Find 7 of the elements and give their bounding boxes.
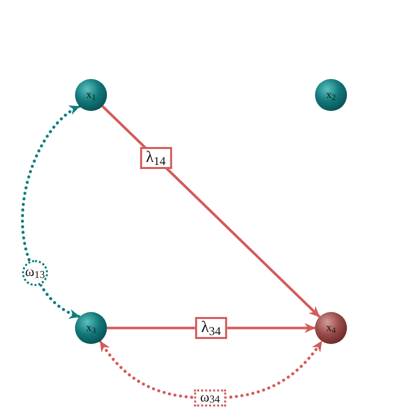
double-arrow bbox=[20, 104, 82, 318]
double-arrow bbox=[98, 340, 324, 400]
edge-label: ω$_{34}$ bbox=[194, 390, 226, 406]
edge-label: ω$_{13}$ bbox=[22, 260, 48, 286]
edge-label: λ$_{14}$ bbox=[140, 146, 172, 169]
arrow bbox=[102, 105, 320, 318]
edge-label: λ$_{34}$ bbox=[195, 317, 227, 339]
